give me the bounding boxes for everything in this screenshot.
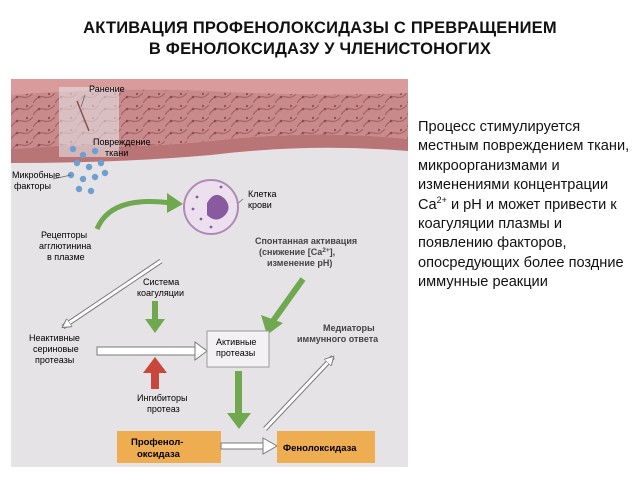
coag-arrow: [152, 301, 158, 321]
label-mediators-2: иммунного ответа: [297, 334, 379, 344]
label-microbial-2: факторы: [14, 181, 51, 191]
spontaneous-arrow: [270, 277, 306, 323]
phenoloxidase-box: [277, 431, 375, 463]
diagram-svg: Ранение Повреждение ткани Микробные факт…: [11, 79, 408, 467]
label-receptors-1: Рецепторы: [41, 230, 87, 240]
title-line-2: В ФЕНОЛОКСИДАЗУ У ЧЛЕНИСТОНОГИХ: [148, 40, 492, 58]
label-prophenol-1: Профенол-: [131, 437, 183, 448]
microbe-to-cell-arrowhead: [167, 193, 183, 213]
label-tissue-damage-1: Повреждение: [93, 137, 150, 147]
spontaneous-arrowhead: [261, 315, 283, 335]
label-spontaneous-2: (снижение [Ca2+],: [259, 247, 335, 257]
label-active-1: Активные: [216, 337, 256, 347]
label-blood-cell-1: Клетка: [248, 189, 276, 199]
active-proteases-box: [206, 330, 270, 368]
receptors-arrow: [63, 259, 162, 329]
label-prophenol-2: оксидаза: [137, 449, 181, 460]
blood-cell: [183, 179, 239, 235]
conversion-arrowhead: [262, 437, 279, 455]
caption-text: Процесс стимулируется местным повреждени…: [418, 118, 633, 293]
active-to-prophenol-arrowhead: [227, 413, 251, 429]
prophenoloxidase-box: [117, 431, 221, 463]
inactive-to-active-arrow: [96, 346, 196, 356]
label-inactive-3: протеазы: [35, 355, 74, 365]
wound-site: [59, 87, 119, 157]
label-blood-cell-2: крови: [248, 200, 272, 210]
inactive-to-active-arrowhead: [194, 341, 208, 361]
label-spontaneous-3: изменение pH): [267, 258, 332, 268]
conversion-arrow: [220, 442, 266, 450]
title-line-1: АКТИВАЦИЯ ПРОФЕНОЛОКСИДАЗЫ С ПРЕВРАЩЕНИЕ…: [83, 19, 557, 37]
label-tissue-damage-2: ткани: [105, 148, 128, 158]
caption-part-1: Процесс стимулируется местным повреждени…: [418, 119, 630, 213]
caption-part-2: и pH и может привести к коагуляции плазм…: [418, 196, 624, 291]
label-inactive-2: сериновые: [33, 344, 79, 354]
label-phenoloxidase: Фенолоксидаза: [283, 443, 357, 454]
label-inhibitors-2: протеаз: [147, 404, 180, 414]
active-to-prophenol-arrow: [235, 371, 242, 415]
label-mediators-1: Медиаторы: [323, 323, 375, 333]
label-receptors-3: в плазме: [47, 252, 85, 262]
label-active-2: протеазы: [216, 348, 255, 358]
page-title: АКТИВАЦИЯ ПРОФЕНОЛОКСИДАЗЫ С ПРЕВРАЩЕНИЕ…: [0, 18, 640, 60]
microbe-to-cell-arrow: [94, 198, 172, 231]
label-receptors-2: агглютинина: [39, 241, 91, 251]
inhibitors-arrowhead: [143, 357, 167, 373]
label-coag-2: коагуляции: [137, 288, 184, 298]
label-inhibitors-1: Ингибиторы: [137, 393, 187, 403]
label-coag-1: Система: [143, 277, 179, 287]
label-spontaneous-1: Спонтанная активация: [255, 236, 357, 246]
coag-arrowhead: [145, 319, 165, 333]
mediators-arrow: [263, 357, 333, 431]
microbe-dots: [67, 145, 109, 195]
caption-superscript: 2+: [436, 194, 447, 205]
label-inactive-1: Неактивные: [29, 333, 80, 343]
label-wound: Ранение: [89, 84, 125, 94]
diagram-figure: Ранение Повреждение ткани Микробные факт…: [11, 79, 408, 467]
label-microbial-1: Микробные: [12, 170, 60, 180]
inhibitors-arrow: [151, 371, 159, 389]
